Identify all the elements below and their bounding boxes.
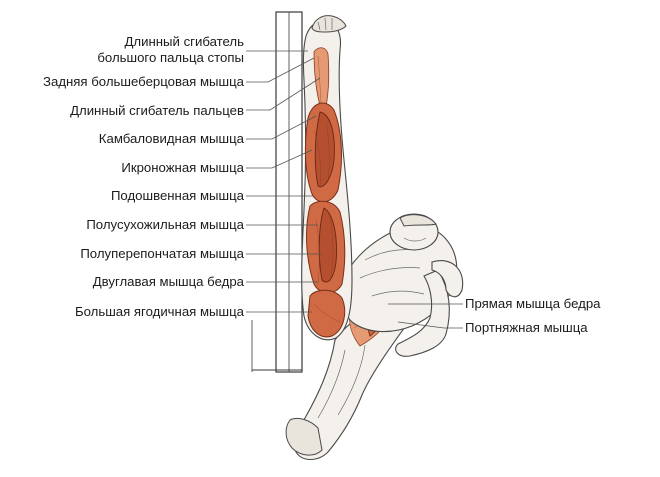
label-tibialis-posterior: Задняя большеберцовая мышца [43,74,245,89]
label-gastrocnemius: Икроножная мышца [121,160,244,175]
raised-leg [301,15,353,341]
label-flexor-hallucis-longus: Длинный сгибатель [125,34,245,49]
wall-frame [251,11,303,373]
label-sartorius: Портняжная мышца [465,320,588,335]
label-plantaris: Подошвенная мышца [111,188,245,203]
labels-right: Прямая мышца бедра Портняжная мышца [465,296,601,335]
label-flexor-hallucis-longus-line2: большого пальца стопы [97,50,244,65]
torso [338,213,464,357]
label-semitendinosus: Полусухожильная мышца [86,217,244,232]
leader-lines-right [388,303,463,329]
label-rectus-femoris: Прямая мышца бедра [465,296,601,311]
leader-lines-left [246,50,322,313]
label-biceps-femoris: Двуглавая мышца бедра [93,274,245,289]
label-gluteus-maximus: Большая ягодичная мышца [75,304,245,319]
label-soleus: Камбаловидная мышца [99,131,245,146]
label-semimembranosus: Полуперепончатая мышца [80,246,244,261]
labels-left: Длинный сгибатель большого пальца стопы … [43,34,245,319]
label-flexor-digitorum-longus: Длинный сгибатель пальцев [70,103,244,118]
